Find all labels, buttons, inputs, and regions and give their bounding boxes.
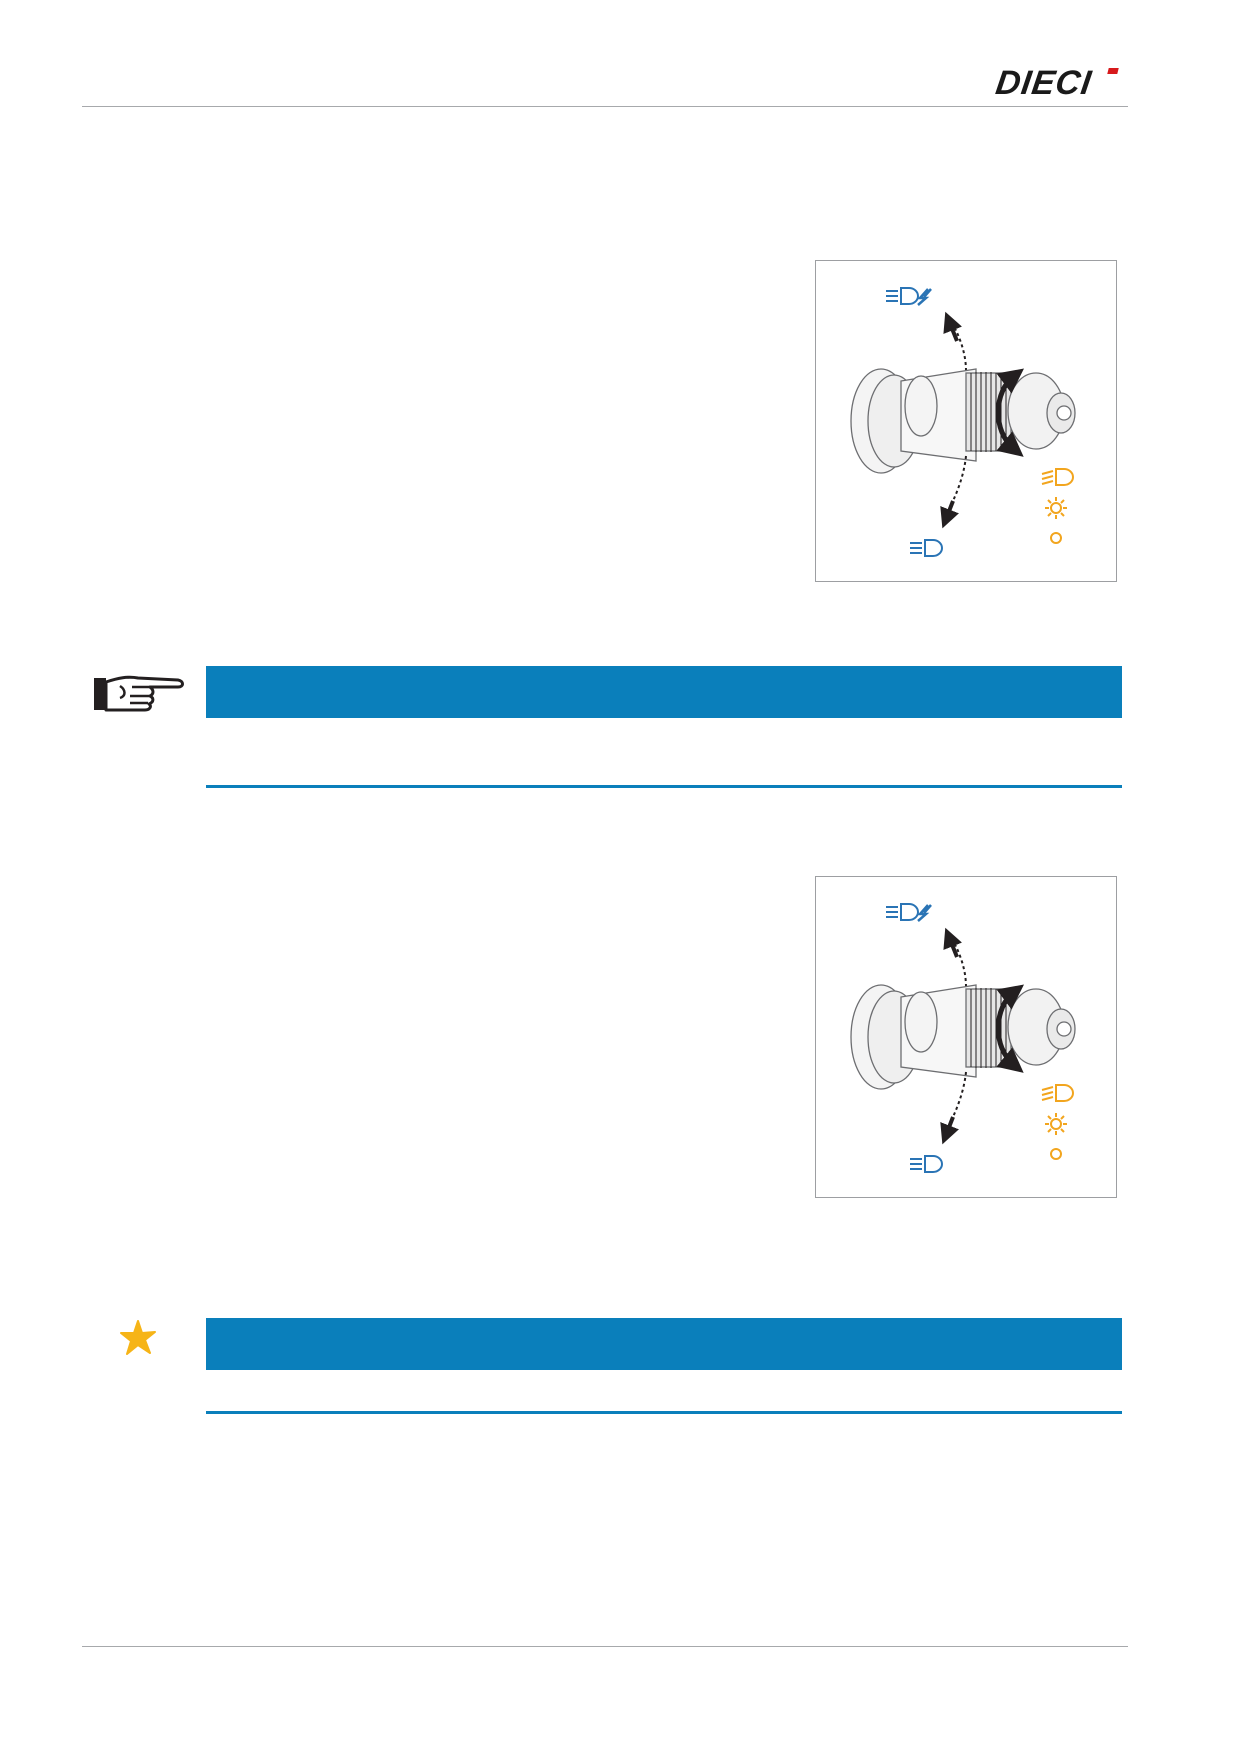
high-beam-flash-icon: [886, 287, 932, 306]
lights-off-icon: [1050, 1148, 1062, 1160]
low-beam-icon: [910, 539, 943, 557]
info-bottom-rule: [206, 1411, 1122, 1414]
dieci-logo: DIECI: [993, 64, 1124, 102]
stalk-switch: [850, 368, 1076, 474]
light-switch-figure-2: [815, 876, 1117, 1198]
light-switch-illustration: [850, 287, 1076, 557]
light-switch-illustration: [850, 903, 1076, 1173]
note-bottom-rule: [206, 785, 1122, 788]
logo-accent-mark: [1107, 68, 1119, 74]
brand-logo-text: DIECI: [993, 64, 1095, 102]
dipped-beam-icon: [1041, 1084, 1074, 1102]
low-beam-icon: [910, 1155, 943, 1173]
high-beam-flash-icon: [886, 903, 932, 922]
footer-divider: [82, 1646, 1128, 1647]
stalk-switch: [850, 984, 1076, 1090]
parking-light-icon: [1045, 1113, 1067, 1135]
pointing-hand-icon: [94, 675, 184, 712]
dipped-beam-icon: [1041, 468, 1074, 486]
parking-light-icon: [1045, 497, 1067, 519]
star-icon: [120, 1320, 156, 1355]
light-switch-figure-1: [815, 260, 1117, 582]
lights-off-icon: [1050, 532, 1062, 544]
info-header-bar: [206, 1318, 1122, 1370]
header-divider: [82, 106, 1128, 107]
note-header-bar: [206, 666, 1122, 718]
